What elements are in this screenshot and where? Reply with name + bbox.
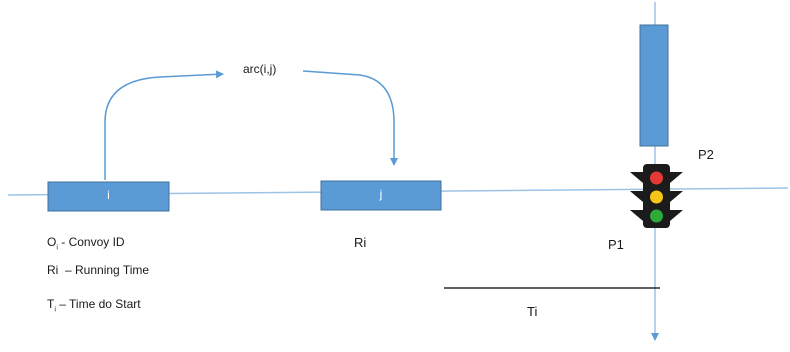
legend-t-text: – Time do Start [55,297,141,311]
node-j-label: j [379,187,383,201]
arc-right-curve [302,70,398,166]
legend-o-sub: i [56,244,58,252]
arc-left-curve [104,70,224,180]
legend-o-main: O [47,235,57,249]
label-p1: P1 [608,237,624,252]
node-p2-box [639,24,669,147]
legend-r-main: Ri [47,263,59,277]
legend-t-sub: i [54,306,56,314]
arc-label: arc(i,j) [243,62,277,76]
legend-o-text: - Convoy ID [57,235,125,249]
legend-convoy-id: Oi - Convoy ID [47,235,125,251]
label-ti: Ti [527,304,538,319]
node-i-box [47,181,170,212]
legend-t-main: T [47,297,55,311]
node-j-box [320,180,442,211]
legend-running-time: Ri – Running Time [47,263,149,277]
label-p2: P2 [698,147,714,162]
label-ri: Ri [354,235,367,250]
legend-r-text: – Running Time [58,263,150,277]
traffic-light-icon [630,164,683,228]
legend-time-start: Ti – Time do Start [47,297,141,313]
node-i-label: i [107,188,110,202]
